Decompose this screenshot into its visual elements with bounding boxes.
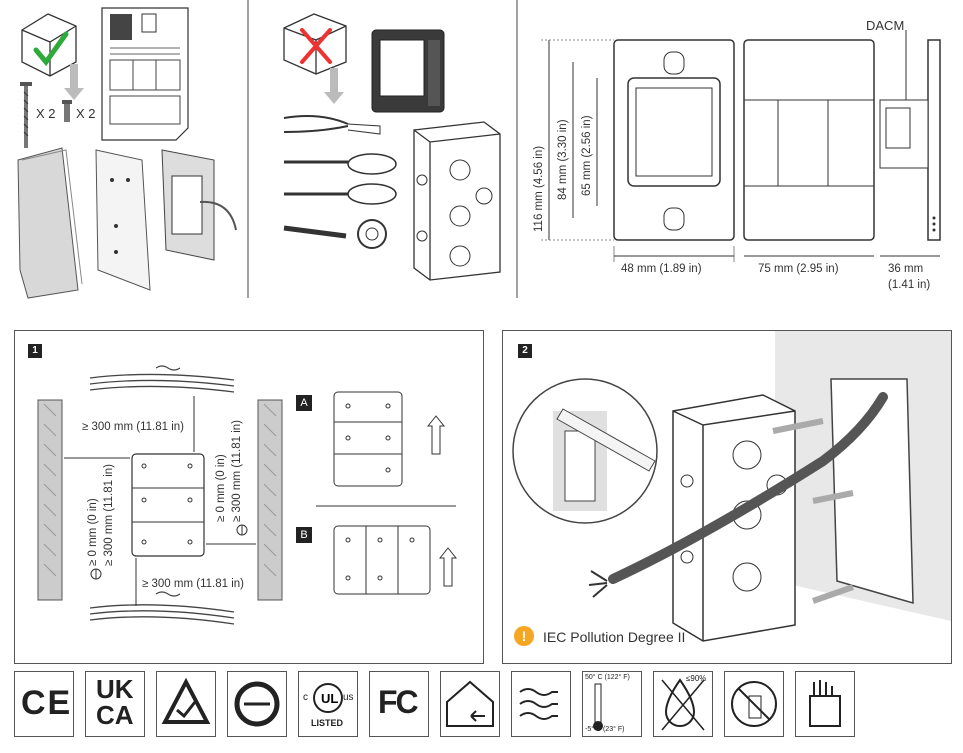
clearance-diagram (37, 365, 458, 625)
cross-icon (300, 28, 332, 64)
box-no-illustration (283, 13, 347, 104)
depth-mm: 36 mm (888, 263, 923, 275)
option-a-device (333, 391, 403, 487)
humidity-icon: ≤90% (653, 671, 713, 737)
arrow-down-icon (64, 64, 84, 100)
clearance-bottom: ≥ 300 mm (11.81 in) (142, 578, 244, 590)
ground-symbol-icon (90, 524, 248, 580)
arrow-up-icon (438, 547, 458, 587)
dimmer-device-illustration (371, 29, 445, 113)
step-1-badge: 1 (28, 344, 42, 358)
installation-illustration (512, 331, 951, 642)
svg-text:UL: UL (321, 691, 338, 706)
panel-clearances (14, 330, 484, 664)
cable-top (89, 365, 235, 393)
indoor-use-icon (440, 671, 500, 737)
clearance-labels: ≥ 300 mm (11.81 in) ≥ 300 mm (11.81 in) … (82, 420, 244, 590)
dimension-drawing (541, 30, 941, 262)
clearance-right-min: ≥ 0 mm (0 in) (215, 454, 227, 522)
wall-left (37, 399, 63, 601)
cable-bottom (89, 591, 235, 625)
depth-in: (1.41 in) (888, 279, 930, 291)
height-outer: 116 mm (4.56 in) (533, 146, 545, 232)
dry-cloth-clean-icon (795, 671, 855, 737)
ukca-mark-icon: UK CA (85, 671, 145, 737)
option-b-device (333, 525, 431, 595)
fcc-mark-icon: FC (369, 671, 429, 737)
tools-illustration (283, 115, 397, 249)
step-2-badge: 2 (518, 344, 532, 358)
clearance-left-max: ≥ 300 mm (11.81 in) (103, 464, 115, 566)
arrow-up-icon (426, 415, 446, 455)
manual-illustration (101, 7, 189, 141)
width-cover: 75 mm (2.95 in) (758, 263, 839, 275)
warning-icon: ! (514, 626, 534, 646)
no-spray-cleaner-icon (724, 671, 784, 737)
cable (608, 392, 888, 584)
ce-mark-icon: CE (14, 671, 74, 737)
short-screw-qty: X 2 (76, 106, 96, 121)
top-row: X 2 X 2 (17, 0, 941, 299)
eac-recycle-mark-icon (227, 671, 287, 737)
electrical-box-illustration (413, 121, 501, 281)
temperature-range-icon: 50° C (122° F) -5° C (23° F) (582, 671, 642, 737)
option-b-label: B (296, 527, 312, 543)
clearance-left-min: ≥ 0 mm (0 in) (87, 498, 99, 566)
clearance-top: ≥ 300 mm (11.81 in) (82, 421, 184, 433)
device-illustrations (17, 147, 237, 299)
tape-measure (556, 408, 656, 472)
panel-installation (502, 330, 952, 664)
ul-listed-mark-icon: UL c us LISTED (298, 671, 358, 737)
wall-right (257, 399, 283, 601)
height-mid: 84 mm (3.30 in) (557, 119, 569, 200)
option-a-label: A (296, 395, 312, 411)
width-plate: 48 mm (1.89 in) (621, 263, 702, 275)
clearance-right-max: ≥ 300 mm (11.81 in) (231, 420, 243, 522)
height-inner: 65 mm (2.56 in) (581, 115, 593, 196)
ventilation-icon (511, 671, 571, 737)
pollution-degree-text: IEC Pollution Degree II (543, 629, 686, 645)
arrow-down-icon (324, 68, 344, 104)
box-ok-illustration (21, 13, 84, 100)
rcm-mark-icon (156, 671, 216, 737)
check-icon (33, 31, 69, 67)
screw-illustration (20, 82, 72, 148)
device-front (131, 453, 205, 557)
long-screw-qty: X 2 (36, 106, 56, 121)
dacm-label: DACM (866, 18, 904, 33)
